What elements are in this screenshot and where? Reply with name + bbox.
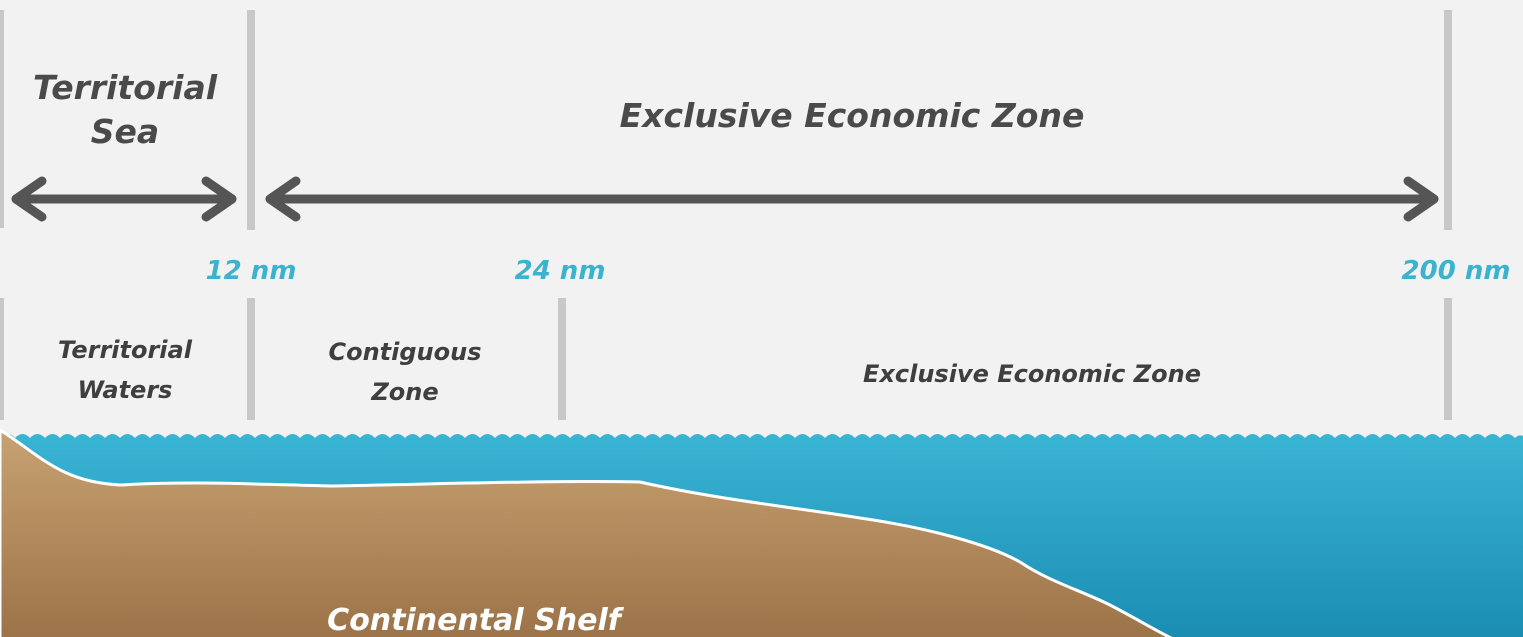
arrowhead-left — [11, 176, 47, 222]
continental-shelf-label: Continental Shelf — [327, 603, 625, 637]
territorial-sea-title-line2: Sea — [91, 112, 159, 151]
distance-200nm: 200 nm — [1402, 256, 1511, 286]
territorial-sea-title-line1: Territorial — [33, 68, 218, 107]
contiguous-zone-label-line1: Contiguous — [328, 338, 481, 366]
eez-title: Exclusive Economic Zone — [620, 96, 1085, 135]
boundary-lines — [0, 10, 1452, 420]
arrowhead-left — [265, 176, 301, 222]
arrowhead-right — [1403, 176, 1439, 222]
contiguous-zone-label-line2: Zone — [370, 378, 438, 406]
territorial-waters-label-line1: Territorial — [58, 336, 193, 364]
range-arrows — [11, 176, 1439, 222]
eez-arrow — [265, 176, 1439, 222]
distance-24nm: 24 nm — [515, 256, 606, 286]
arrowhead-right — [201, 176, 237, 222]
eez-label: Exclusive Economic Zone — [863, 360, 1201, 388]
continental-shelf-land — [0, 428, 1173, 637]
territorial-waters-label-line2: Waters — [78, 376, 173, 404]
territorial-sea-arrow — [11, 176, 237, 222]
distance-12nm: 12 nm — [206, 256, 297, 286]
